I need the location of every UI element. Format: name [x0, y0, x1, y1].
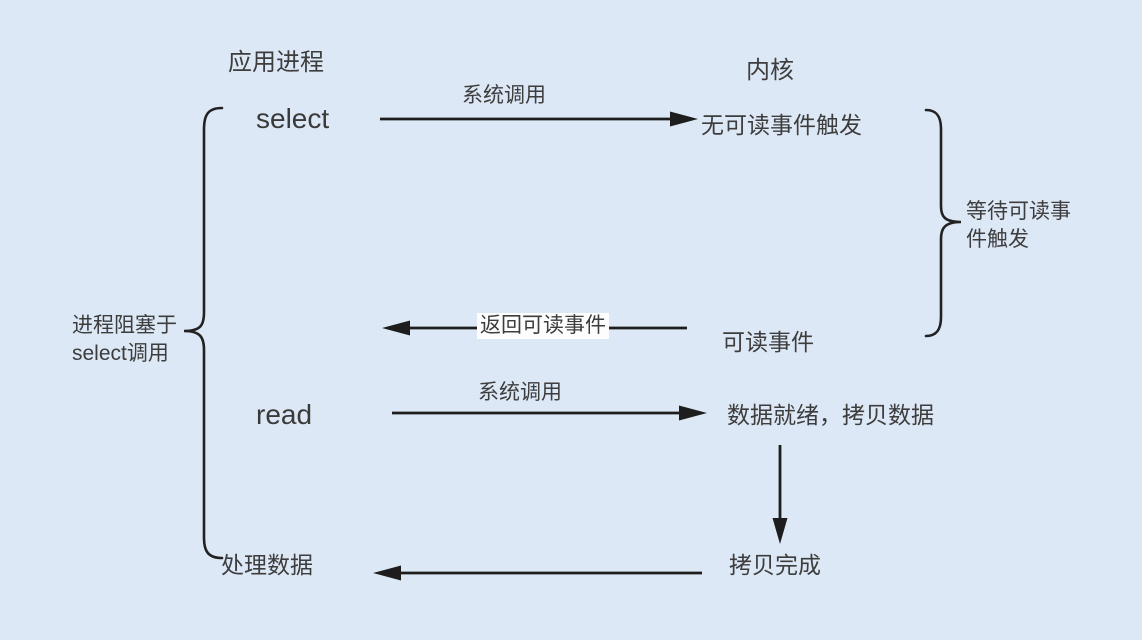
wait-readable-event-line2: 件触发: [966, 228, 1029, 251]
syscall-select-label: 系统调用: [462, 84, 546, 107]
return-readable-event-label: 返回可读事件: [477, 313, 609, 340]
process-blocked-line2: select调用: [72, 342, 169, 365]
arrow-copy-down: [772, 445, 788, 544]
read-call-label: read: [256, 399, 313, 430]
process-blocked-label: 进程阻塞于 select调用: [72, 312, 177, 368]
kernel-header: 内核: [746, 57, 794, 84]
readable-event-label: 可读事件: [722, 329, 814, 355]
no-readable-event-label: 无可读事件触发: [701, 112, 862, 138]
syscall-read-label: 系统调用: [478, 381, 562, 404]
arrow-copy-complete: [373, 565, 702, 581]
right-brace: [924, 108, 962, 338]
left-brace: [183, 106, 224, 560]
arrow-select-syscall: [380, 111, 698, 127]
wait-readable-event-line1: 等待可读事: [966, 200, 1071, 223]
process-data-label: 处理数据: [221, 552, 313, 578]
process-blocked-line1: 进程阻塞于: [72, 314, 177, 337]
app-process-header: 应用进程: [228, 49, 324, 76]
select-call-label: select: [256, 103, 330, 134]
arrow-read-syscall: [392, 405, 707, 421]
copy-done-label: 拷贝完成: [729, 552, 821, 578]
data-ready-label: 数据就绪，拷贝数据: [727, 402, 934, 428]
wait-readable-event-label: 等待可读事 件触发: [966, 198, 1071, 254]
